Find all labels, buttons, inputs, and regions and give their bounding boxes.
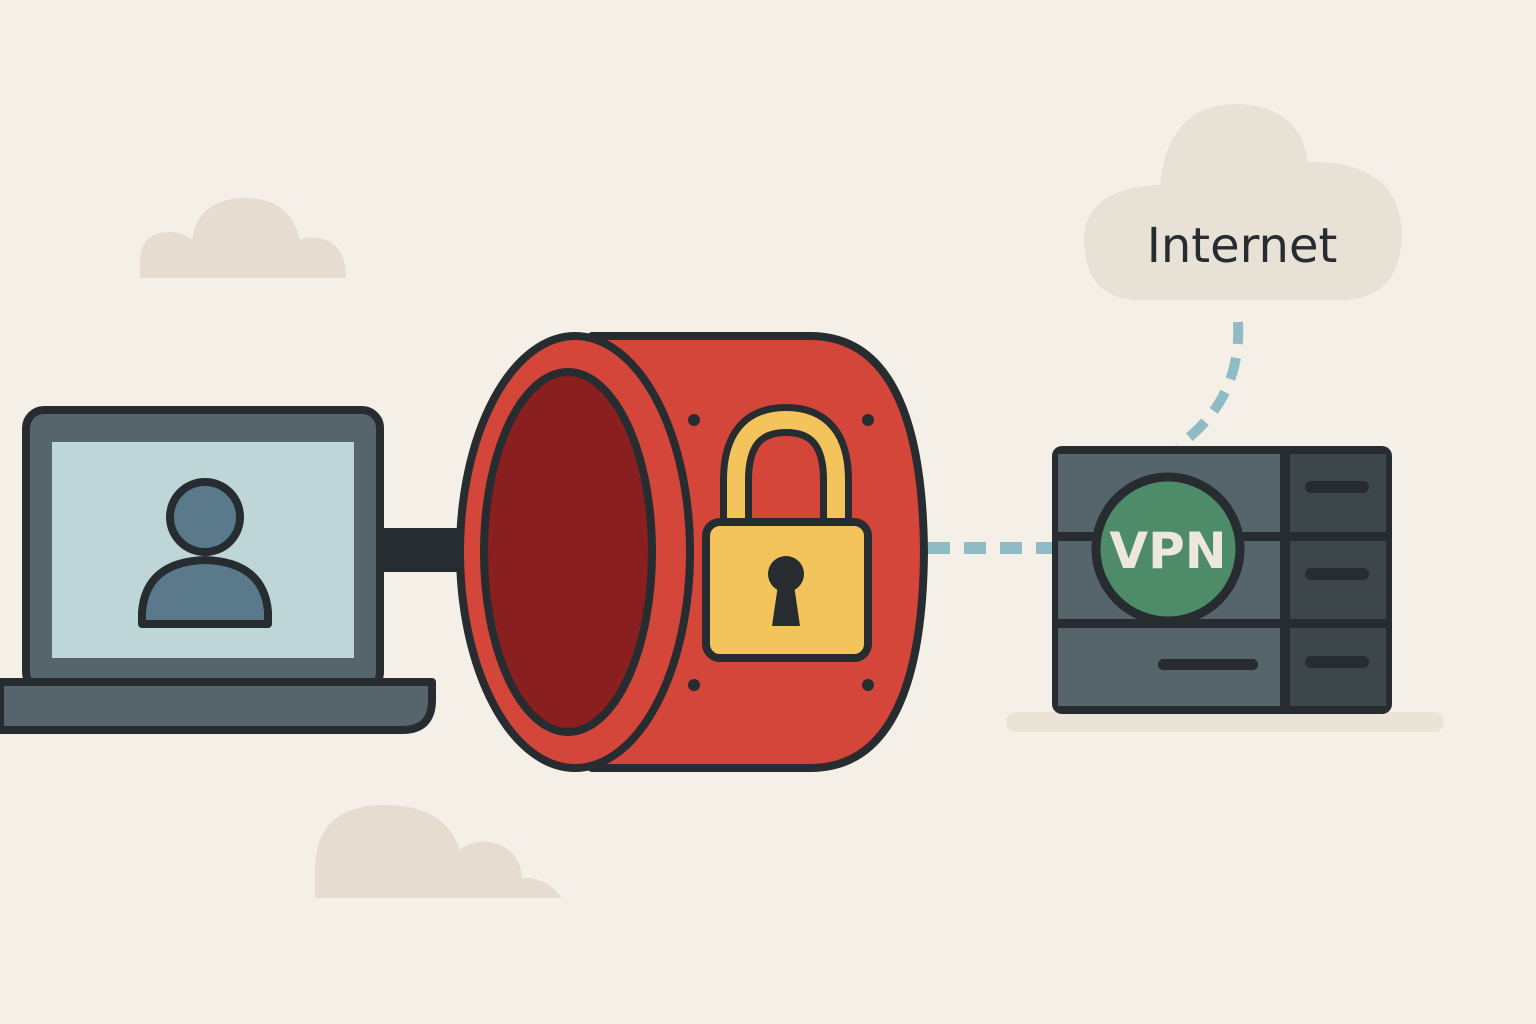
encrypted-tunnel: [456, 332, 928, 772]
internet-cloud: Internet: [1084, 104, 1402, 300]
user-avatar-icon: [138, 478, 272, 628]
vpn-label: VPN: [1109, 522, 1226, 580]
laptop-icon: [0, 406, 436, 734]
internet-link: [1175, 321, 1244, 451]
internet-label: Internet: [1147, 218, 1338, 274]
padlock-icon: [702, 403, 872, 662]
vpn-badge: VPN: [1091, 472, 1245, 626]
decorative-cloud-icon: [315, 805, 562, 898]
vpn-server-icon: VPN: [1006, 446, 1444, 732]
decorative-cloud-icon: [140, 198, 346, 278]
